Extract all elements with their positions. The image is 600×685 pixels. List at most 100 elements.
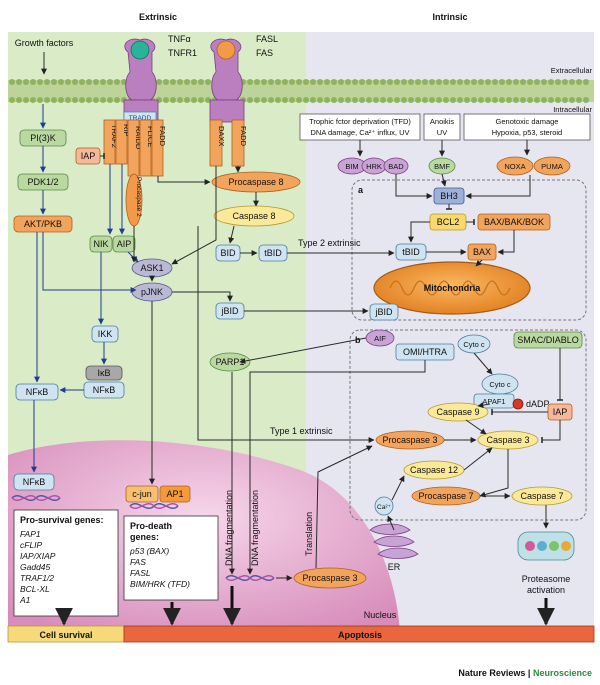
- lipid-head: [429, 79, 435, 85]
- gene-item: FAP1: [20, 529, 41, 539]
- lipid-head: [261, 97, 267, 103]
- flice-column: FLICE: [139, 119, 155, 177]
- lipid-head: [569, 97, 575, 103]
- svg-text:jBID: jBID: [220, 306, 239, 316]
- svg-text:BAD: BAD: [388, 162, 404, 171]
- lipid-head: [443, 79, 449, 85]
- svg-text:BAX: BAX: [473, 247, 491, 257]
- svg-text:RIP: RIP: [122, 124, 131, 137]
- lipid-head: [289, 97, 295, 103]
- lipid-head: [114, 97, 120, 103]
- lipid-head: [170, 97, 176, 103]
- svg-text:PUMA: PUMA: [541, 162, 563, 171]
- svg-text:tBID: tBID: [264, 248, 282, 258]
- omi-node: OMI/HTRA: [395, 343, 455, 361]
- nfkb-mid-node: NFκB: [83, 381, 125, 399]
- svg-text:Caspase 7: Caspase 7: [520, 491, 563, 501]
- pi3k-node: PI(3)K: [19, 129, 67, 147]
- procaspase2-node: Procaspase 2: [125, 173, 143, 227]
- lipid-head: [100, 97, 106, 103]
- lipid-head: [156, 79, 162, 85]
- lipid-head: [401, 97, 407, 103]
- lipid-head: [513, 97, 519, 103]
- svg-text:ER: ER: [388, 562, 401, 572]
- fadd-column-2: FADD: [231, 119, 248, 167]
- lipid-head: [366, 79, 372, 85]
- lipid-head: [324, 97, 330, 103]
- ap1-node: AP1: [159, 485, 191, 503]
- lipid-head: [506, 79, 512, 85]
- svg-text:Caspase 3: Caspase 3: [486, 435, 529, 445]
- lipid-head: [436, 79, 442, 85]
- ikk-node: IKK: [91, 325, 119, 343]
- lipid-head: [9, 79, 15, 85]
- lipid-head: [296, 97, 302, 103]
- lipid-head: [37, 97, 43, 103]
- svg-text:IKK: IKK: [98, 329, 113, 339]
- lipid-head: [471, 97, 477, 103]
- svg-text:tBID: tBID: [402, 247, 420, 257]
- lipid-head: [107, 79, 113, 85]
- panel-a-label: a: [358, 185, 364, 195]
- pjnk-node: pJNK: [131, 282, 173, 302]
- svg-text:SMAC/DIABLO: SMAC/DIABLO: [517, 335, 579, 345]
- lipid-head: [177, 79, 183, 85]
- lipid-head: [478, 79, 484, 85]
- lipid-head: [492, 79, 498, 85]
- svg-text:Procaspase 3: Procaspase 3: [382, 435, 437, 445]
- lipid-head: [191, 97, 197, 103]
- svg-text:PARP1: PARP1: [216, 357, 245, 367]
- svg-text:Anoikis: Anoikis: [430, 117, 454, 126]
- lipid-head: [352, 97, 358, 103]
- lipid-head: [275, 79, 281, 85]
- lipid-head: [373, 97, 379, 103]
- pro-death-box: Pro-death genes: p53 (BAX)FASFASLBIM/HRK…: [123, 515, 219, 601]
- pdk-node: PDK1/2: [17, 173, 69, 191]
- svg-text:c-jun: c-jun: [132, 489, 152, 499]
- puma-node: PUMA: [533, 156, 571, 176]
- nucleus-label: Nucleus: [364, 610, 397, 620]
- fasl-label: FASL: [256, 34, 278, 44]
- lipid-head: [380, 97, 386, 103]
- lipid-head: [534, 97, 540, 103]
- lipid-head: [9, 97, 15, 103]
- ikb-node: IκB: [85, 365, 123, 381]
- lipid-head: [373, 79, 379, 85]
- lipid-head: [37, 79, 43, 85]
- lipid-head: [289, 79, 295, 85]
- lipid-head: [93, 97, 99, 103]
- nfkb-nucleus-node: NFκB: [13, 473, 55, 491]
- lipid-head: [268, 97, 274, 103]
- lipid-head: [30, 79, 36, 85]
- svg-text:Cyto c: Cyto c: [463, 340, 485, 349]
- lipid-head: [408, 97, 414, 103]
- tbid-ext-node: tBID: [258, 244, 288, 262]
- lipid-head: [114, 79, 120, 85]
- lipid-head: [352, 79, 358, 85]
- tradd-label: TRADD: [129, 115, 152, 122]
- jbid-ext-node: jBID: [215, 302, 245, 320]
- svg-text:NFκB: NFκB: [93, 385, 116, 395]
- svg-text:UV: UV: [437, 128, 447, 137]
- svg-text:NIK: NIK: [93, 239, 108, 249]
- svg-text:Genotoxic damage: Genotoxic damage: [496, 117, 559, 126]
- lipid-head: [184, 97, 190, 103]
- gene-item: cFLIP: [20, 540, 43, 550]
- lipid-head: [324, 79, 330, 85]
- lipid-head: [163, 79, 169, 85]
- lipid-head: [317, 79, 323, 85]
- lipid-head: [268, 79, 274, 85]
- lipid-head: [513, 79, 519, 85]
- apoptosis-label: Apoptosis: [338, 630, 382, 640]
- lipid-head: [247, 79, 253, 85]
- gene-item: BIM/HRK (TFD): [130, 579, 190, 589]
- lipid-head: [380, 79, 386, 85]
- lipid-head: [107, 97, 113, 103]
- svg-text:Caspase 8: Caspase 8: [232, 211, 275, 221]
- caspase7-node: Caspase 7: [511, 486, 573, 506]
- dna-frag-2-label: DNA fragmentation: [250, 490, 260, 566]
- lipid-head: [408, 79, 414, 85]
- lipid-head: [492, 97, 498, 103]
- smac-node: SMAC/DIABLO: [513, 331, 583, 349]
- plasma-membrane: [8, 79, 594, 103]
